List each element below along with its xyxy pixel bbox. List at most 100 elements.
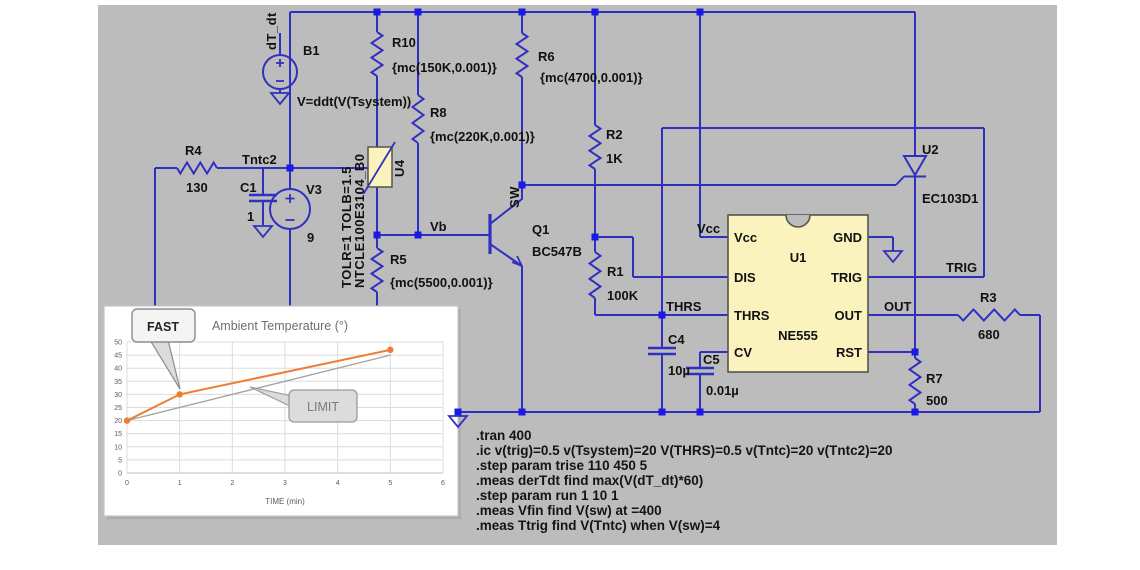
svg-text:3: 3: [283, 480, 287, 487]
wire-segments: [154, 11, 1041, 416]
svg-text:45: 45: [114, 353, 122, 360]
svg-text:10: 10: [114, 444, 122, 451]
r1-name[interactable]: R1: [607, 264, 624, 279]
emitter-arrow: [511, 255, 523, 267]
q1-model[interactable]: BC547B: [532, 244, 582, 259]
voltage-source-circle: [262, 54, 298, 90]
r4-name[interactable]: R4: [185, 143, 202, 158]
q1-name[interactable]: Q1: [532, 222, 549, 237]
r5-name[interactable]: R5: [390, 252, 407, 267]
net-label-out[interactable]: OUT: [884, 299, 912, 314]
r10-name[interactable]: R10: [392, 35, 416, 50]
pin-cv: CV: [734, 345, 752, 360]
svg-text:20: 20: [114, 418, 122, 425]
directive-step-trise[interactable]: .step param trise 110 450 5: [476, 458, 648, 473]
ground-symbols: [252, 92, 904, 429]
svg-text:0: 0: [125, 480, 129, 487]
r8-name[interactable]: R8: [430, 105, 447, 120]
u4-params[interactable]: TOLR=1 TOLB=1.5: [339, 166, 354, 288]
b1-value[interactable]: V=ddt(V(Tsystem)): [297, 94, 411, 109]
capacitor-plates[interactable]: [249, 193, 714, 376]
r8-value[interactable]: {mc(220K,0.001)}: [430, 129, 535, 144]
svg-text:50: 50: [114, 340, 122, 347]
r10-value[interactable]: {mc(150K,0.001)}: [392, 60, 497, 75]
pin-out: OUT: [835, 308, 863, 323]
plus-sign: [276, 59, 284, 67]
scr-triangle: [902, 155, 928, 177]
pin-gnd: GND: [833, 230, 862, 245]
fast-callout-label: FAST: [147, 320, 179, 334]
ne555-timer-u1[interactable]: [727, 214, 869, 373]
limit-callout-box: [288, 389, 358, 423]
c4-name[interactable]: C4: [668, 332, 685, 347]
voltage-source-v3[interactable]: [269, 188, 311, 230]
net-label-dtdt[interactable]: dT_dt: [264, 12, 279, 50]
ic-body: [727, 214, 869, 373]
r5-value[interactable]: {mc(5500,0.001)}: [390, 275, 493, 290]
directive-step-run[interactable]: .step param run 1 10 1: [476, 488, 619, 503]
u2-name[interactable]: U2: [922, 142, 939, 157]
net-label-thrs[interactable]: THRS: [666, 299, 702, 314]
r3-name[interactable]: R3: [980, 290, 997, 305]
svg-text:30: 30: [114, 392, 122, 399]
directive-meas-dertdt[interactable]: .meas derTdt find max(V(dT_dt)*60): [476, 473, 703, 488]
r7-name[interactable]: R7: [926, 371, 943, 386]
c1-value[interactable]: 1: [247, 209, 254, 224]
r7-value[interactable]: 500: [926, 393, 948, 408]
u4-name[interactable]: U4: [392, 159, 407, 177]
spice-directives[interactable]: .tran 400 .ic v(trig)=0.5 v(Tsystem)=20 …: [476, 428, 893, 533]
svg-text:5: 5: [388, 480, 392, 487]
svg-text:1: 1: [178, 480, 182, 487]
net-label-sw[interactable]: SW: [507, 186, 522, 208]
r2-value[interactable]: 1K: [606, 151, 623, 166]
junction-dots: [286, 8, 919, 416]
c5-name[interactable]: C5: [703, 352, 720, 367]
npn-transistor-q1[interactable]: [488, 186, 523, 267]
behavioral-source-b1[interactable]: [262, 54, 298, 90]
scr-gate-lead: [895, 175, 905, 186]
r6-name[interactable]: R6: [538, 49, 555, 64]
plus-sign: [285, 194, 295, 203]
directive-meas-ttrig[interactable]: .meas Ttrig find V(Tntc) when V(sw)=4: [476, 518, 721, 533]
pin-vcc: Vcc: [734, 230, 757, 245]
u1-model[interactable]: NE555: [778, 328, 818, 343]
resistor-bodies[interactable]: [176, 31, 1021, 405]
v3-name[interactable]: V3: [306, 182, 322, 197]
u4-model[interactable]: NTCLE100E3104_B0: [352, 154, 367, 288]
fast-callout-box: [131, 308, 196, 343]
svg-text:15: 15: [114, 431, 122, 438]
r3-value[interactable]: 680: [978, 327, 1000, 342]
u1-name[interactable]: U1: [790, 250, 807, 265]
c4-value[interactable]: 10µ: [668, 363, 690, 378]
pin-dis: DIS: [734, 270, 756, 285]
directive-ic[interactable]: .ic v(trig)=0.5 v(Tsystem)=20 V(THRS)=0.…: [476, 443, 893, 458]
ntc-thermistor-u4[interactable]: [357, 141, 396, 194]
directive-meas-vfin[interactable]: .meas Vfin find V(sw) at =400: [476, 503, 662, 518]
net-label-tntc2[interactable]: Tntc2: [242, 152, 277, 167]
v3-value[interactable]: 9: [307, 230, 314, 245]
c1-name[interactable]: C1: [240, 180, 257, 195]
net-label-trig[interactable]: TRIG: [946, 260, 977, 275]
scr-u2[interactable]: [895, 155, 928, 186]
pin-thrs: THRS: [734, 308, 770, 323]
limit-callout[interactable]: LIMIT: [249, 386, 358, 423]
r6-value[interactable]: {mc(4700,0.001)}: [540, 70, 643, 85]
pin-trig: TRIG: [831, 270, 862, 285]
emitter-lead: [489, 243, 523, 267]
fast-callout[interactable]: FAST: [131, 308, 196, 390]
net-label-vb[interactable]: Vb: [430, 219, 447, 234]
r1-value[interactable]: 100K: [607, 288, 639, 303]
svg-text:5: 5: [118, 457, 122, 464]
u2-model[interactable]: EC103D1: [922, 191, 978, 206]
b1-name[interactable]: B1: [303, 43, 320, 58]
net-label-vcc[interactable]: Vcc: [697, 221, 720, 236]
r4-value[interactable]: 130: [186, 180, 208, 195]
c5-value[interactable]: 0.01µ: [706, 383, 739, 398]
pin-rst: RST: [836, 345, 862, 360]
directive-tran[interactable]: .tran 400: [476, 428, 532, 443]
r2-name[interactable]: R2: [606, 127, 623, 142]
svg-text:35: 35: [114, 379, 122, 386]
